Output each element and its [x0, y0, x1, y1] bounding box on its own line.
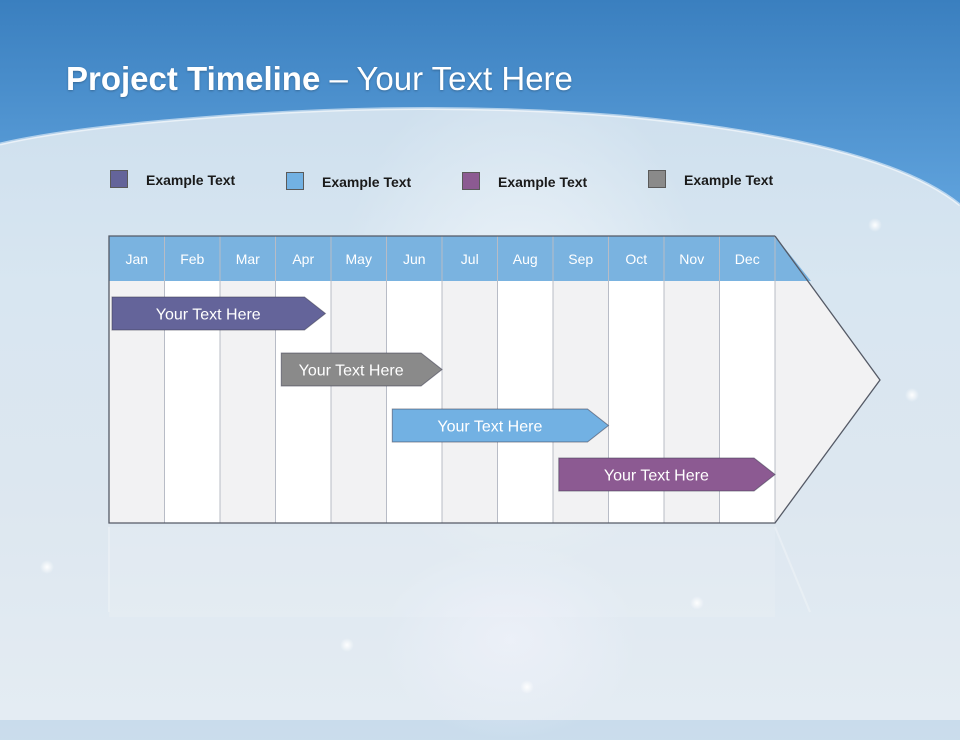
month-label: Dec — [735, 251, 760, 267]
legend-swatch — [648, 170, 666, 188]
month-column — [497, 281, 553, 523]
month-label: Mar — [236, 251, 260, 267]
timeline-reflection — [108, 526, 811, 617]
timeline-outline — [108, 235, 881, 524]
legend-label: Example Text — [684, 172, 774, 188]
task-arrow — [280, 352, 443, 387]
month-column — [386, 281, 442, 523]
legend-swatch — [286, 172, 304, 190]
title-rest: – Your Text Here — [320, 60, 573, 97]
sparkle — [520, 680, 534, 694]
sparkle — [868, 218, 882, 232]
timeline-chart: Jan Feb Mar Apr May Jun Jul Aug Sep Oct Nov DecYour… — [108, 235, 881, 617]
month-label: Jan — [125, 251, 148, 267]
sparkle — [690, 596, 704, 610]
arrow-tip-body — [775, 236, 880, 523]
month-label: May — [346, 251, 372, 267]
background-glow-lower — [380, 540, 640, 740]
month-column — [331, 281, 387, 523]
legend-swatch — [462, 172, 480, 190]
month-label: Sep — [568, 251, 593, 267]
task-arrow — [558, 457, 776, 492]
header-band — [0, 0, 960, 207]
task-label: Your Text Here — [299, 363, 404, 380]
month-column — [442, 281, 498, 523]
legend-label: Example Text — [498, 174, 588, 190]
sparkle — [40, 560, 54, 574]
task-label: Your Text Here — [437, 419, 542, 436]
legend-label: Example Text — [322, 174, 412, 190]
task-label: Your Text Here — [156, 307, 261, 324]
month-label: Aug — [513, 251, 538, 267]
month-label: Jul — [461, 251, 479, 267]
slide-title: Project Timeline – Your Text Here — [66, 60, 573, 98]
month-label: Oct — [625, 251, 647, 267]
sparkle — [340, 638, 354, 652]
legend-label: Example Text — [146, 172, 236, 188]
month-label: Nov — [679, 251, 704, 267]
task-arrow — [111, 296, 327, 331]
task-arrow — [391, 408, 610, 443]
month-label: Apr — [292, 251, 314, 267]
month-label: Feb — [180, 251, 204, 267]
reflection-lines — [108, 526, 811, 613]
task-label: Your Text Here — [604, 468, 709, 485]
reflection-fill — [109, 527, 775, 617]
title-bold: Project Timeline — [66, 60, 321, 97]
sparkle — [905, 388, 919, 402]
legend-swatch — [110, 170, 128, 188]
month-label: Jun — [403, 251, 426, 267]
